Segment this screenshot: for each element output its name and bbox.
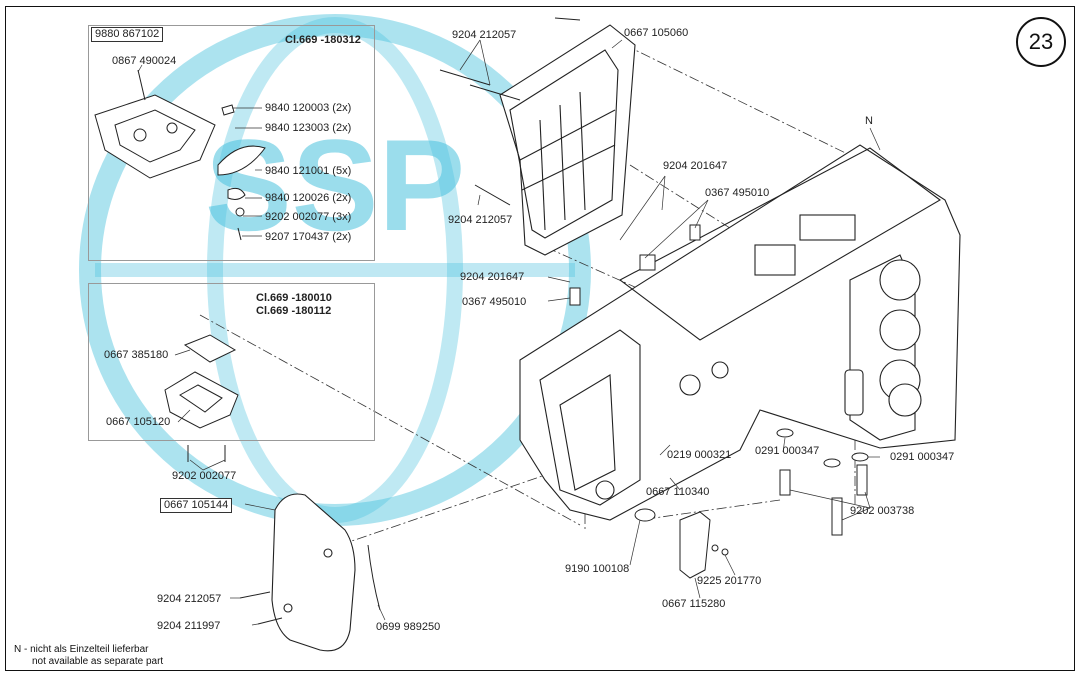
part-label: 0367 495010	[705, 187, 770, 199]
part-label: 0367 495010	[462, 296, 527, 308]
part-label: 0667 105060	[624, 27, 689, 39]
part-label: 9204 212057	[448, 214, 513, 226]
inset-top-part-no: 9880 867102	[91, 27, 164, 42]
part-label: 9204 212057	[452, 29, 517, 41]
page-number-badge: 23	[1016, 17, 1066, 67]
part-label: 0667 385180	[104, 349, 169, 361]
part-label: 9840 120026 (2x)	[265, 192, 352, 204]
watermark-text: SSP	[205, 112, 465, 258]
inset-top-class-label: Cl.669 -180312	[285, 34, 361, 46]
part-label: 9202 002077 (3x)	[265, 211, 352, 223]
part-label: 0667 105144	[160, 498, 233, 513]
gasket-wire	[367, 544, 381, 611]
inset-bottom-drawing	[164, 334, 239, 462]
part-label: 9202 002077	[172, 470, 237, 482]
inset-bottom-box	[88, 283, 375, 441]
footnote-line-1: N - nicht als Einzelteil lieferbar	[14, 644, 149, 655]
part-label: 9204 212057	[157, 593, 222, 605]
cover-plate-upper	[499, 24, 636, 256]
part-label: 0867 490024	[112, 55, 177, 67]
part-label: 9840 121001 (5x)	[265, 165, 352, 177]
part-label: 9225 201770	[697, 575, 762, 587]
footnote-line-2: not available as separate part	[32, 656, 164, 667]
inset-top-box	[88, 25, 375, 261]
front-cover	[271, 493, 356, 652]
part-label: 9840 123003 (2x)	[265, 122, 352, 134]
part-label: 0291 000347	[755, 445, 820, 457]
part-label: 9204 201647	[460, 271, 525, 283]
part-label: 0219 000321	[667, 449, 732, 461]
inset-bottom-class-label-2: Cl.669 -180112	[256, 305, 332, 317]
inset-bottom-class-label-1: Cl.669 -180010	[256, 292, 332, 304]
part-label: 9204 201647	[663, 160, 728, 172]
part-label: 9202 003738	[850, 505, 915, 517]
part-label: N	[865, 115, 873, 127]
part-label: 9207 170437 (2x)	[265, 231, 352, 243]
part-label: 0699 989250	[376, 621, 441, 633]
part-label: 0667 110340	[646, 486, 710, 498]
part-label: 0291 000347	[890, 451, 955, 463]
machine-housing	[519, 144, 961, 521]
page-frame	[5, 6, 1075, 671]
part-label: 0667 115280	[662, 598, 726, 610]
part-label: 9840 120003 (2x)	[265, 102, 352, 114]
part-label: 9204 211997	[157, 620, 221, 632]
part-label: 0667 105120	[106, 416, 171, 428]
leader-lines	[137, 39, 881, 626]
part-label: 9190 100108	[565, 563, 630, 575]
small-parts	[239, 17, 869, 625]
inset-top-drawing	[94, 69, 266, 241]
